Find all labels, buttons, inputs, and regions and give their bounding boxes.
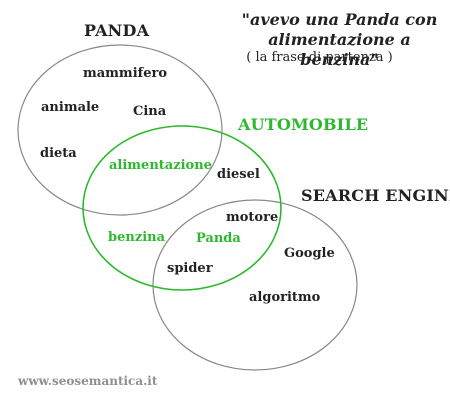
- starting-sentence-caption: ( la frase di partenza ): [246, 50, 393, 65]
- term-diesel: diesel: [217, 167, 260, 182]
- starting-sentence: "avevo una Panda con alimentazione a ben…: [232, 10, 447, 70]
- term-animale: animale: [41, 100, 100, 115]
- term-google: Google: [284, 246, 335, 261]
- term-dieta: dieta: [40, 146, 77, 161]
- automobile-set-circle: [82, 125, 282, 291]
- starting-sentence-line-1: "avevo una Panda con: [241, 10, 438, 29]
- term-benzina: benzina: [108, 230, 166, 245]
- starting-sentence-line-2: alimentazione a benzina": [268, 30, 411, 69]
- set-label-automobile: AUTOMOBILE: [238, 115, 369, 134]
- term-algoritmo: algoritmo: [249, 290, 321, 305]
- term-panda: Panda: [196, 231, 241, 246]
- set-label-search-engine: SEARCH ENGINE: [301, 186, 450, 205]
- term-cina: Cina: [133, 104, 167, 119]
- term-alimentazione: alimentazione: [109, 158, 212, 173]
- search-engine-set-circle: [152, 199, 358, 371]
- set-label-panda: PANDA: [84, 21, 150, 40]
- panda-set-circle: [17, 44, 223, 216]
- term-spider: spider: [167, 261, 213, 276]
- term-motore: motore: [226, 210, 279, 225]
- footer-website: www.seosemantica.it: [18, 374, 158, 388]
- term-mammifero: mammifero: [83, 66, 168, 81]
